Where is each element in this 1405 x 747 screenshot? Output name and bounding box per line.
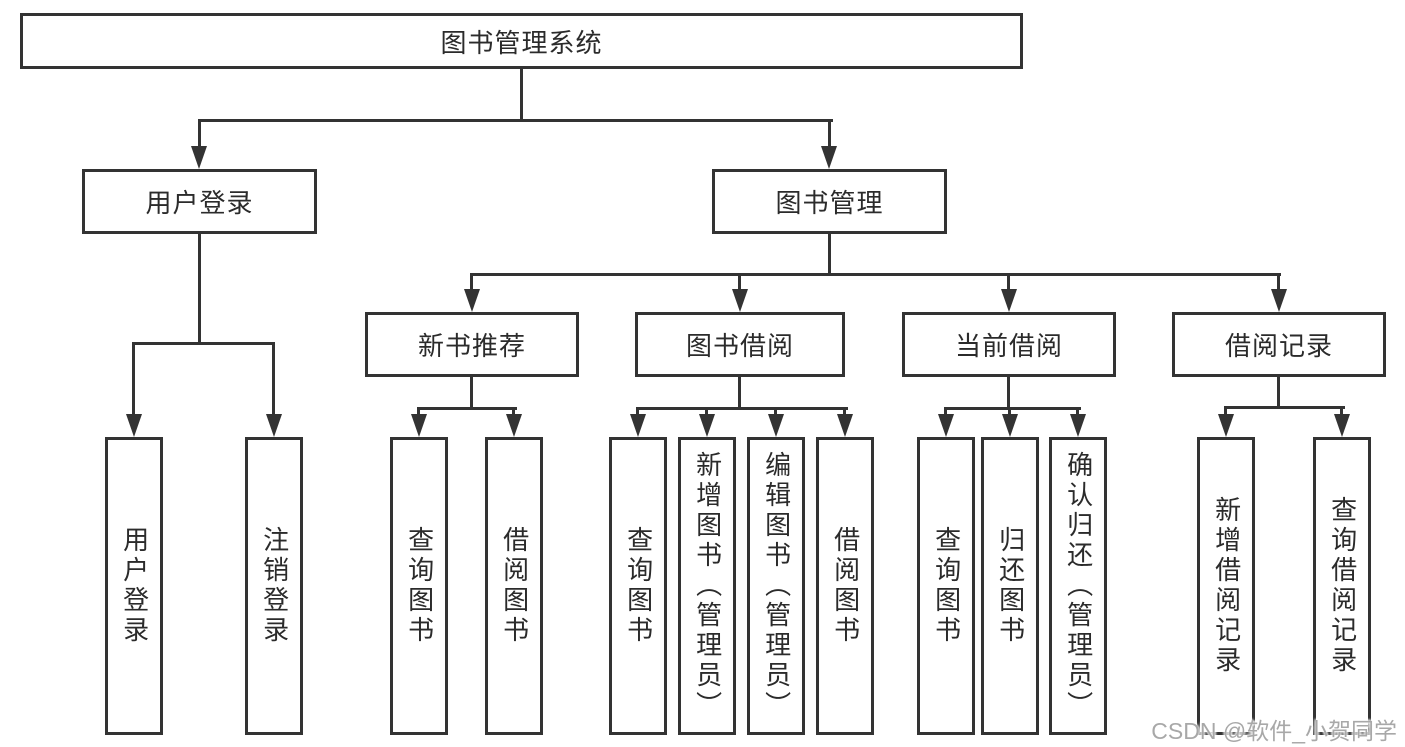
leaf-borrow-books-borrow: 借阅图书 xyxy=(816,437,874,735)
node-root-label: 图书管理系统 xyxy=(440,27,603,58)
node-new-book-recommend: 新书推荐 xyxy=(365,312,579,377)
node-user-login: 用户登录 xyxy=(82,169,317,234)
node-book-management: 图书管理 xyxy=(712,169,947,234)
connector-newrec-bar xyxy=(417,407,517,410)
connector-root-stub xyxy=(520,69,523,119)
connector-userlogin-shaft xyxy=(198,119,201,149)
arrowhead-leaf-icon xyxy=(506,414,522,437)
connector-currentborrow-stub xyxy=(1007,377,1010,410)
connector-newrec-stub xyxy=(470,377,473,410)
connector-bookmgmt-shaft xyxy=(828,119,831,149)
leaf-logout-label: 注销登录 xyxy=(259,526,290,646)
connector-leaf-shaft xyxy=(944,407,947,418)
leaf-query-books-newrec-label: 查询图书 xyxy=(404,526,435,646)
connector-leaf-shaft xyxy=(1076,407,1079,418)
arrowhead-bookmgmt-icon xyxy=(821,146,837,169)
node-book-management-label: 图书管理 xyxy=(775,188,884,218)
connector-leaf-shaft xyxy=(417,407,420,418)
node-current-borrow: 当前借阅 xyxy=(902,312,1116,377)
arrowhead-leaf-icon xyxy=(699,414,715,437)
connector-level3-shaft xyxy=(1277,273,1280,293)
node-new-book-recommend-label: 新书推荐 xyxy=(417,331,526,361)
leaf-query-books-current: 查询图书 xyxy=(917,437,975,735)
connector-leaf-shaft xyxy=(843,407,846,418)
connector-level2-bar xyxy=(198,119,833,122)
connector-currentborrow-bar xyxy=(944,407,1081,410)
leaf-query-books-borrow-label: 查询图书 xyxy=(623,526,654,646)
arrowhead-leaf-icon xyxy=(630,414,646,437)
arrowhead-leaf-icon xyxy=(1002,414,1018,437)
node-current-borrow-label: 当前借阅 xyxy=(954,331,1063,361)
arrowhead-level3-icon xyxy=(1001,289,1017,312)
connector-leaf-shaft xyxy=(774,407,777,418)
arrowhead-level3-icon xyxy=(464,289,480,312)
leaf-query-books-borrow: 查询图书 xyxy=(609,437,667,735)
leaf-query-borrow-record-label: 查询借阅记录 xyxy=(1327,496,1358,676)
leaf-user-login: 用户登录 xyxy=(105,437,163,735)
leaf-confirm-return-admin: 确认归还（管理员） xyxy=(1049,437,1107,735)
leaf-add-borrow-record-label: 新增借阅记录 xyxy=(1211,496,1242,676)
arrowhead-leaf-icon xyxy=(126,414,142,437)
arrowhead-level3-icon xyxy=(1271,289,1287,312)
connector-leaf-shaft xyxy=(1008,407,1011,418)
leaf-borrow-books-newrec-label: 借阅图书 xyxy=(499,526,530,646)
connector-leaf-shaft xyxy=(705,407,708,418)
leaf-add-borrow-record: 新增借阅记录 xyxy=(1197,437,1255,735)
node-root: 图书管理系统 xyxy=(20,13,1023,69)
leaf-borrow-books-borrow-label: 借阅图书 xyxy=(830,526,861,646)
connector-level3-bar xyxy=(470,273,1281,276)
leaf-return-books-label: 归还图书 xyxy=(995,526,1026,646)
node-book-borrow: 图书借阅 xyxy=(635,312,845,377)
leaf-query-books-newrec: 查询图书 xyxy=(390,437,448,735)
node-borrow-record-label: 借阅记录 xyxy=(1224,331,1333,361)
leaf-logout: 注销登录 xyxy=(245,437,303,735)
node-book-borrow-label: 图书借阅 xyxy=(685,331,794,361)
connector-level3-shaft xyxy=(1007,273,1010,293)
leaf-add-books-admin-label: 新增图书（管理员） xyxy=(692,451,723,721)
connector-leaf-shaft xyxy=(132,342,135,418)
arrowhead-leaf-icon xyxy=(411,414,427,437)
node-borrow-record: 借阅记录 xyxy=(1172,312,1386,377)
leaf-user-login-label: 用户登录 xyxy=(119,526,150,646)
connector-leaf-shaft xyxy=(1340,406,1343,418)
node-user-login-label: 用户登录 xyxy=(145,188,254,218)
connector-borrowrecord-stub xyxy=(1277,377,1280,409)
arrowhead-leaf-icon xyxy=(266,414,282,437)
connector-leaf-shaft xyxy=(1224,406,1227,418)
arrowhead-leaf-icon xyxy=(1070,414,1086,437)
connector-bookborrow-stub xyxy=(738,377,741,410)
arrowhead-leaf-icon xyxy=(837,414,853,437)
arrowhead-level3-icon xyxy=(732,289,748,312)
leaf-return-books: 归还图书 xyxy=(981,437,1039,735)
connector-bookmgmt-stub xyxy=(828,234,831,276)
connector-level3-shaft xyxy=(470,273,473,293)
leaf-borrow-books-newrec: 借阅图书 xyxy=(485,437,543,735)
connector-leaf-shaft xyxy=(272,342,275,418)
leaf-add-books-admin: 新增图书（管理员） xyxy=(678,437,736,735)
leaf-confirm-return-admin-label: 确认归还（管理员） xyxy=(1063,451,1094,721)
connector-bookborrow-bar xyxy=(636,407,848,410)
leaf-query-books-current-label: 查询图书 xyxy=(931,526,962,646)
arrowhead-leaf-icon xyxy=(1218,414,1234,437)
connector-userlogin-bar xyxy=(132,342,275,345)
leaf-edit-books-admin: 编辑图书（管理员） xyxy=(747,437,805,735)
arrowhead-leaf-icon xyxy=(768,414,784,437)
arrowhead-leaf-icon xyxy=(1334,414,1350,437)
connector-borrowrecord-bar xyxy=(1224,406,1345,409)
leaf-query-borrow-record: 查询借阅记录 xyxy=(1313,437,1371,735)
connector-leaf-shaft xyxy=(512,407,515,418)
csdn-watermark: CSDN @软件_小贺同学 xyxy=(1151,718,1397,744)
arrowhead-userlogin-icon xyxy=(191,146,207,169)
arrowhead-leaf-icon xyxy=(938,414,954,437)
connector-userlogin-stub xyxy=(198,234,201,342)
connector-leaf-shaft xyxy=(636,407,639,418)
leaf-edit-books-admin-label: 编辑图书（管理员） xyxy=(761,451,792,721)
connector-level3-shaft xyxy=(738,273,741,293)
